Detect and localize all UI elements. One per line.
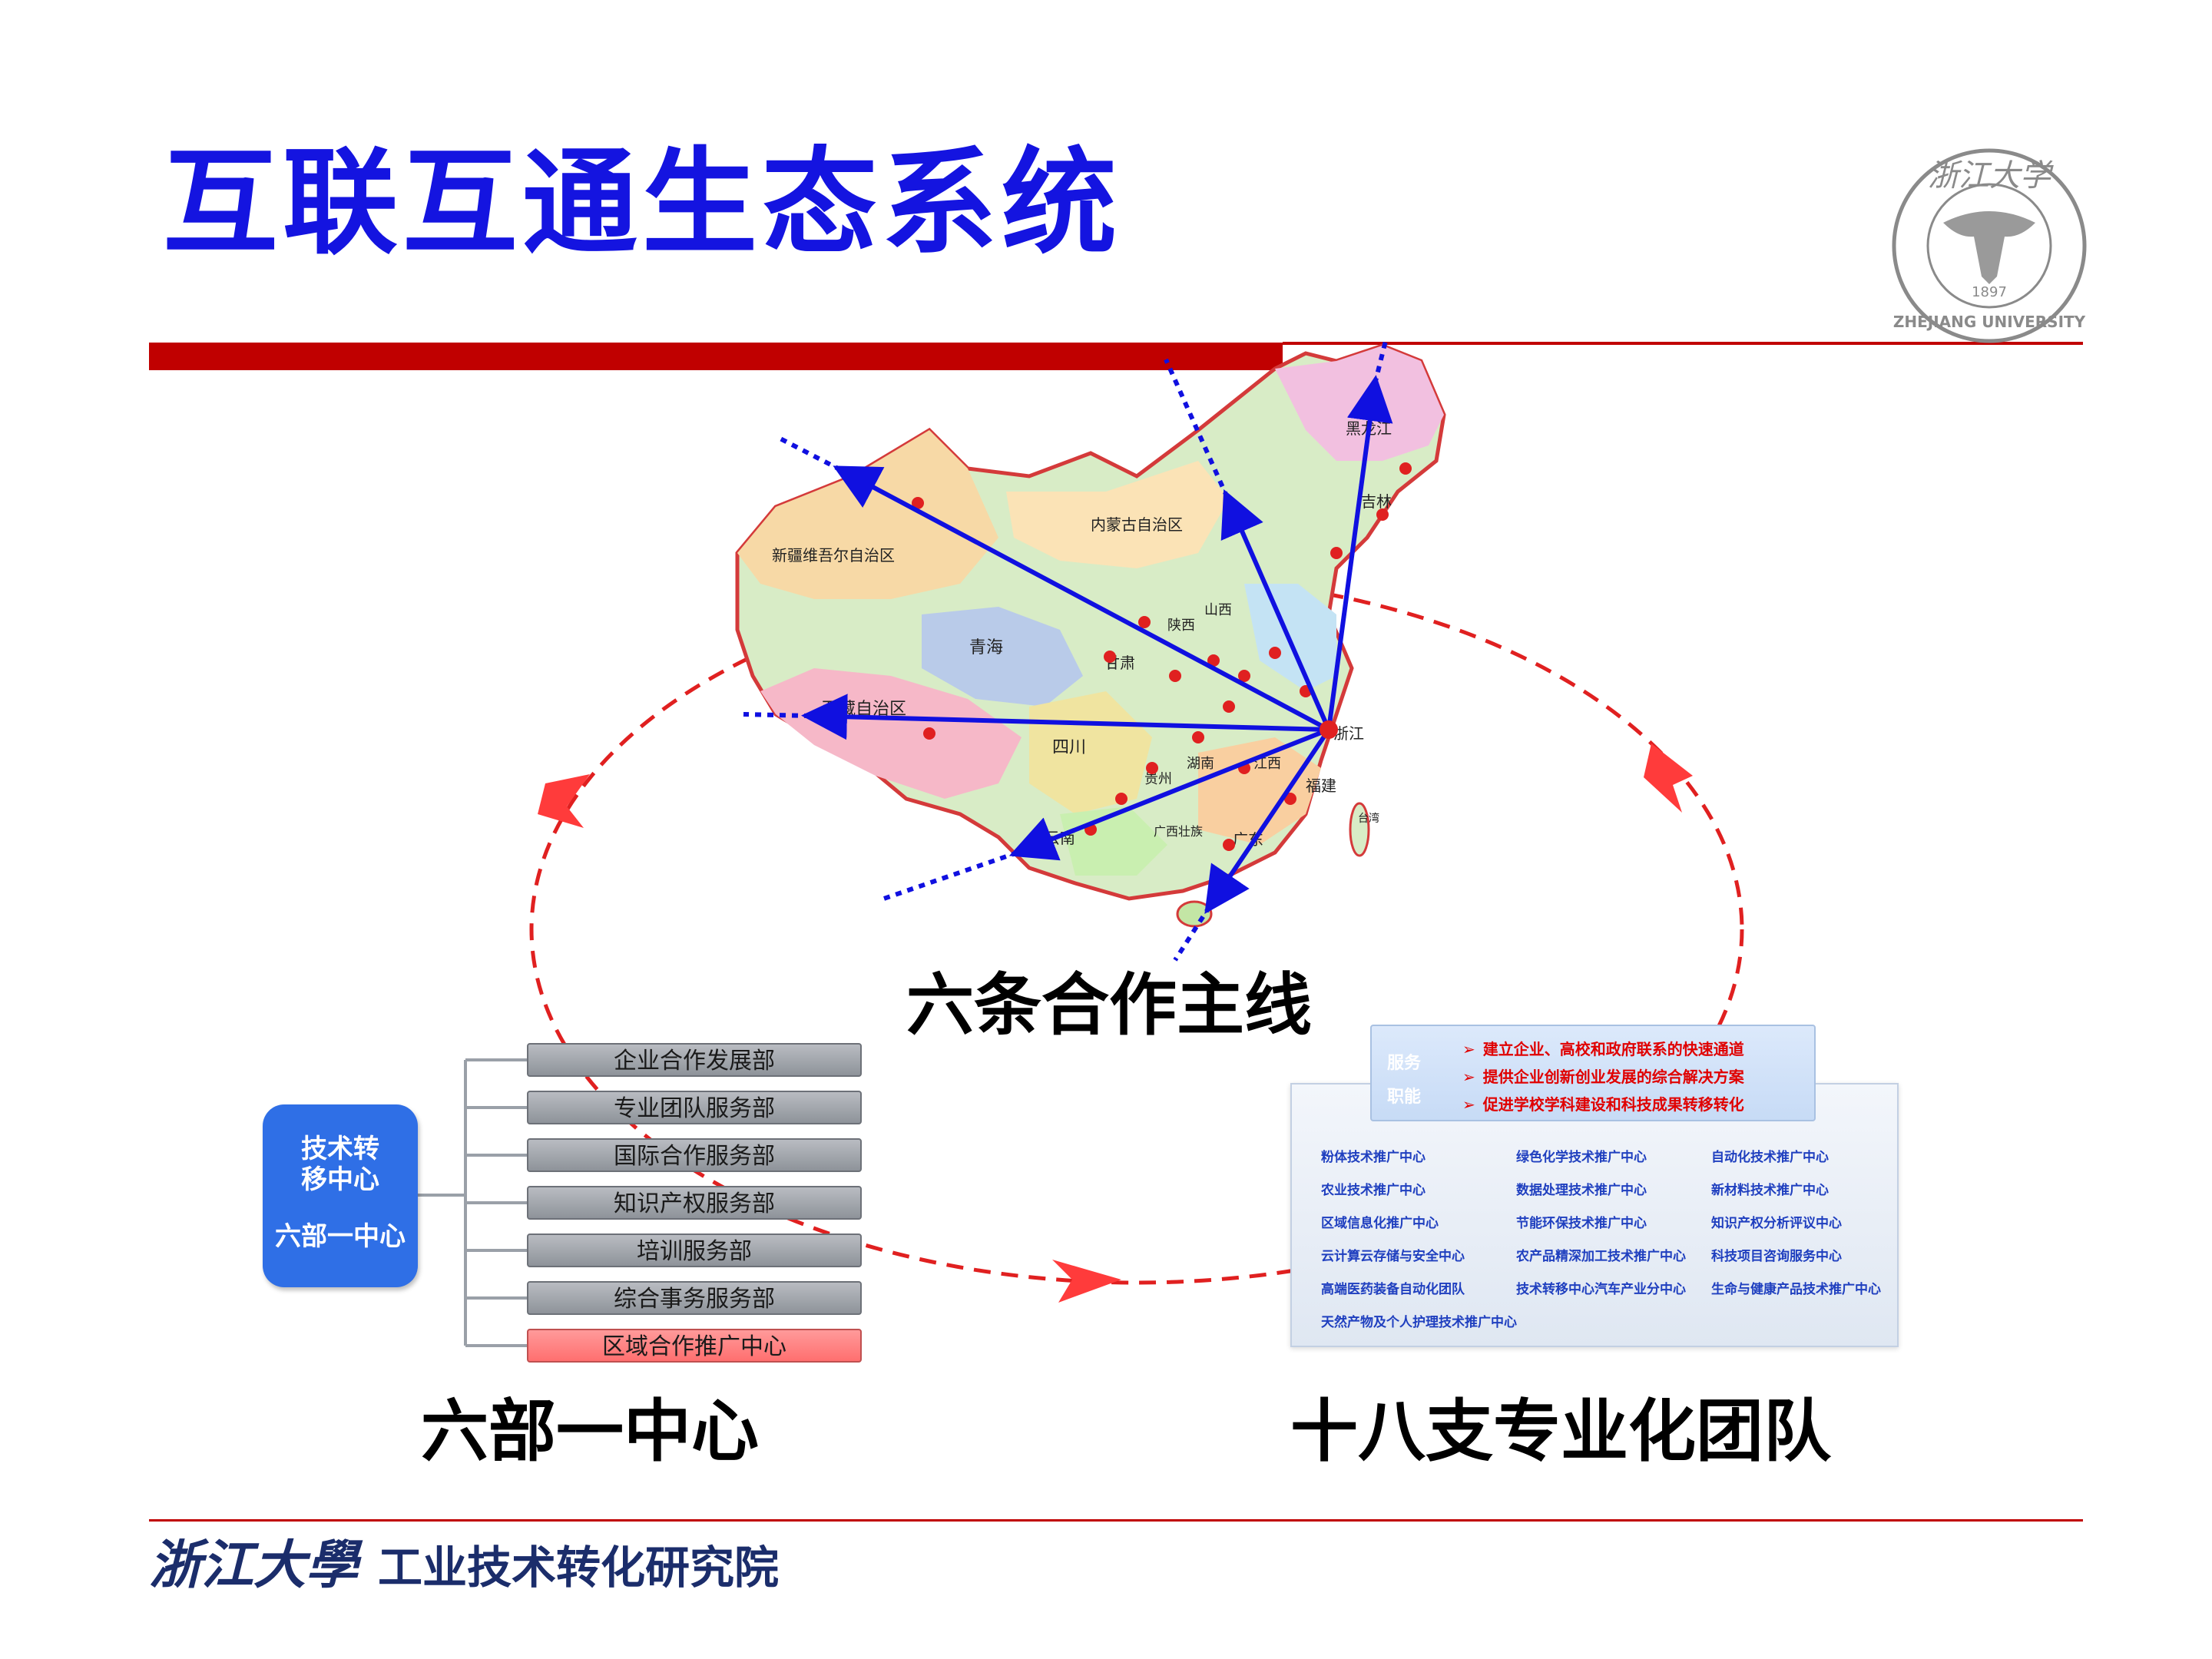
bullet-arrow-icon: ➢ [1462, 1040, 1475, 1058]
china-map: 新疆维吾尔自治区 西藏自治区 青海 四川 甘肃 内蒙古自治区 黑龙江 吉林 山西… [735, 343, 1446, 928]
region-xinjiang [737, 430, 998, 599]
service-item: ➢ 建立企业、高校和政府联系的快速通道 [1462, 1037, 1744, 1059]
label-eighteen-teams: 十八支专业化团队 [1290, 1392, 1832, 1471]
department-box: 培训服务部 [527, 1233, 862, 1267]
department-box: 知识产权服务部 [527, 1186, 862, 1220]
bullet-arrow-icon: ➢ [1462, 1068, 1475, 1086]
service-item-text: 促进学校学科建设和科技成果转移转化 [1482, 1095, 1744, 1114]
region-label: 陕西 [1167, 618, 1195, 634]
department-box: 专业团队服务部 [527, 1091, 862, 1124]
title-underline-thin [1283, 342, 2083, 345]
service-item: ➢ 提供企业创新创业发展的综合解决方案 [1462, 1065, 1744, 1087]
service-label-line1: 服务 [1387, 1054, 1422, 1073]
page-title: 互联互通生态系统 [163, 137, 1122, 270]
team-item: 粉体技术推广中心 [1321, 1150, 1426, 1165]
region-label: 贵州 [1144, 771, 1172, 787]
region-label: 湖南 [1187, 756, 1214, 772]
service-item: ➢ 促进学校学科建设和科技成果转移转化 [1462, 1092, 1744, 1114]
team-item: 农业技术推广中心 [1321, 1183, 1426, 1198]
region-label: 福建 [1306, 777, 1336, 795]
cycle-arrow-left-icon [538, 774, 590, 828]
teams-panel: 粉体技术推广中心 绿色化学技术推广中心 自动化技术推广中心 农业技术推广中心 数… [1290, 1083, 1899, 1347]
region-label: 新疆维吾尔自治区 [772, 546, 895, 565]
team-item: 高端医药装备自动化团队 [1321, 1282, 1465, 1297]
arrow-northwest [833, 465, 1330, 732]
bullet-arrow-icon: ➢ [1462, 1095, 1475, 1114]
team-item: 绿色化学技术推广中心 [1516, 1150, 1647, 1165]
region-label: 台湾 [1358, 812, 1379, 825]
team-item: 数据处理技术推广中心 [1516, 1183, 1647, 1198]
service-item-text: 建立企业、高校和政府联系的快速通道 [1482, 1040, 1744, 1058]
cooperation-arrows [801, 375, 1393, 914]
team-item: 天然产物及个人护理技术推广中心 [1321, 1315, 1517, 1330]
team-item: 农产品精深加工技术推广中心 [1516, 1249, 1686, 1264]
arrow-west [801, 694, 1330, 740]
service-label-line2: 职能 [1387, 1088, 1422, 1107]
department-box: 企业合作发展部 [527, 1043, 862, 1077]
center-box-line1: 技术转 [301, 1134, 379, 1164]
arrow-extensions [743, 337, 1389, 962]
arrow-northeast [1326, 375, 1393, 730]
region-label: 山西 [1204, 602, 1232, 618]
region-label: 江西 [1253, 756, 1281, 772]
team-item: 区域信息化推广中心 [1321, 1216, 1439, 1231]
team-item: 知识产权分析评议中心 [1711, 1216, 1842, 1231]
team-item: 科技项目咨询服务中心 [1711, 1249, 1842, 1264]
center-box-line3: 六部一中心 [275, 1221, 406, 1252]
region-fujian-guangdong [1198, 737, 1321, 845]
seal-text-top: 浙江大学 [1928, 158, 2054, 194]
team-item: 新材料技术推广中心 [1711, 1183, 1829, 1198]
department-box: 综合事务服务部 [527, 1281, 862, 1315]
cycle-arrow-bottom-icon [1052, 1260, 1121, 1303]
region-label: 四川 [1052, 738, 1086, 757]
city-markers [912, 462, 1412, 851]
region-qinghai [922, 607, 1083, 707]
team-item: 生命与健康产品技术推广中心 [1711, 1282, 1881, 1297]
seal-text-bottom: ZHEJIANG UNIVERSITY [1893, 313, 2086, 331]
team-item: 节能环保技术推广中心 [1516, 1216, 1647, 1231]
department-box-highlighted: 区域合作推广中心 [527, 1329, 862, 1363]
title-underline-thick [149, 343, 1283, 370]
footer-divider [149, 1519, 2083, 1522]
arrow-southwest [1008, 727, 1330, 861]
tech-transfer-center-box: 技术转 移中心 六部一中心 [263, 1104, 418, 1287]
footer-institute-name: 工业技术转化研究院 [378, 1541, 780, 1594]
region-neimenggu [1006, 461, 1229, 568]
arrow-south [1204, 728, 1331, 914]
label-six-lines: 六条合作主线 [906, 965, 1313, 1045]
region-label: 浙江 [1333, 724, 1364, 743]
region-label: 内蒙古自治区 [1091, 515, 1183, 534]
service-item-text: 提供企业创新创业发展的综合解决方案 [1482, 1068, 1744, 1086]
cycle-arrow-right-icon [1644, 743, 1693, 813]
label-six-departments: 六部一中心 [421, 1392, 760, 1471]
center-box-line2: 移中心 [301, 1164, 379, 1195]
eagle-emblem-icon [1943, 211, 2035, 284]
team-item: 自动化技术推广中心 [1711, 1150, 1829, 1165]
department-box: 国际合作服务部 [527, 1138, 862, 1172]
team-item: 云计算云存储与安全中心 [1321, 1249, 1465, 1264]
service-functions-box: 服务 职能 ➢ 建立企业、高校和政府联系的快速通道 ➢ 提供企业创新创业发展的综合解… [1370, 1025, 1816, 1121]
seal-year: 1897 [1972, 284, 2007, 300]
region-label: 青海 [969, 638, 1003, 657]
team-item: 技术转移中心汽车产业分中心 [1516, 1282, 1686, 1297]
region-taiwan [1349, 802, 1370, 857]
region-label: 吉林 [1361, 492, 1392, 511]
region-hainan [1176, 900, 1213, 928]
university-seal-logo: 浙江大学 1897 ZHEJIANG UNIVERSITY [1892, 148, 2087, 343]
org-connectors [418, 1058, 527, 1347]
arrow-north [1220, 489, 1331, 731]
footer-university-logo: 浙江大學 [149, 1535, 359, 1596]
hub-zhejiang-marker [1320, 720, 1338, 739]
region-label: 广西壮族 [1154, 824, 1203, 839]
